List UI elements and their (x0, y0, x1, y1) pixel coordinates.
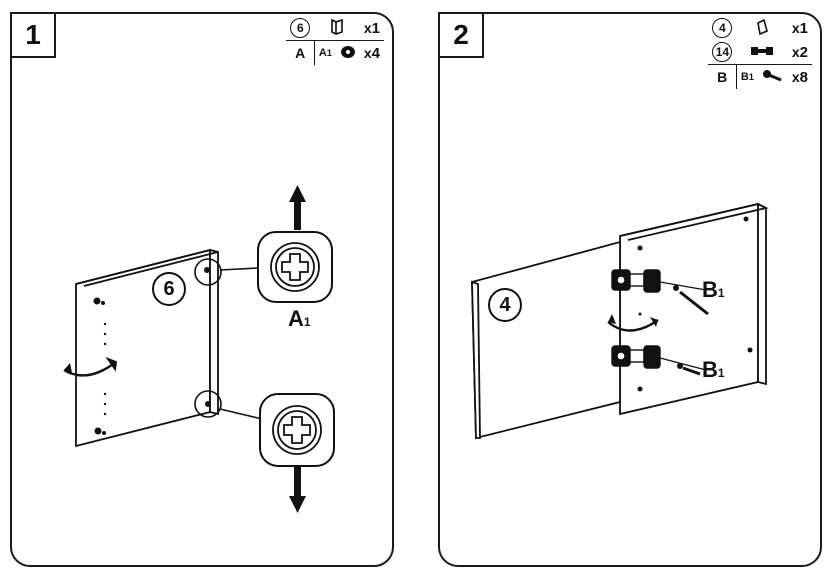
qty-prefix: x (791, 43, 800, 60)
part-row: 14 x2 (708, 40, 812, 65)
callout-letter: A (288, 306, 304, 331)
cam-lock-bottom (272, 405, 322, 455)
callout-letter: B (702, 357, 718, 382)
panel-number-badge: 6 (152, 272, 186, 306)
panel-holes (93, 267, 211, 435)
parts-table: 4 x1 14 x2 B B1 x8 (708, 16, 812, 89)
screw-icon (762, 70, 782, 82)
cam-lock-top (270, 242, 320, 292)
part-id: 6 (290, 18, 311, 38)
callout-sub: 1 (303, 315, 311, 329)
part-code: B (740, 71, 749, 83)
part-qty: 4 (371, 44, 380, 62)
step-number: 1 (10, 12, 56, 58)
arrow-down (289, 466, 306, 513)
hinge-icon (751, 47, 774, 55)
zoom-circle-bottom (194, 390, 222, 418)
part-qty: 1 (371, 19, 380, 37)
callout-letter: B (702, 277, 718, 302)
hinge-top (611, 269, 661, 293)
part-code-sub: 1 (748, 72, 754, 82)
part-row: 4 x1 (708, 16, 812, 40)
arrow-up (289, 185, 306, 230)
zoom-circle-top (194, 258, 222, 286)
part-code: A (318, 47, 327, 59)
step-1-panel: 1 6 x1 A A1 x4 (10, 12, 394, 567)
parts-table: 6 x1 A A1 x4 (286, 16, 384, 65)
callout-label-bottom: B1 (702, 357, 725, 383)
part-qty: 8 (799, 68, 808, 86)
qty-prefix: x (363, 44, 372, 61)
rotate-arrow (607, 319, 659, 332)
part-qty: 1 (799, 19, 808, 37)
callout-sub: 1 (717, 366, 725, 380)
door-panel (471, 240, 621, 440)
callout-sub: 1 (717, 286, 725, 300)
callout-label-top: B1 (702, 277, 725, 303)
panel-icon (757, 18, 769, 35)
callout-label: A1 (288, 306, 311, 332)
part-row: 6 x1 (286, 16, 384, 41)
qty-prefix: x (791, 68, 800, 85)
panel-holes (637, 216, 753, 392)
part-letter: A (286, 40, 315, 65)
part-code-sub: 1 (326, 48, 332, 58)
step-2-illustration (471, 202, 769, 440)
qty-prefix: x (791, 19, 800, 36)
panel-icon (331, 18, 343, 35)
part-letter: B (708, 64, 737, 89)
step-number: 2 (438, 12, 484, 58)
part-qty: 2 (799, 43, 808, 61)
cam-lock-icon (340, 45, 355, 58)
step-2-panel: 2 4 x1 14 x2 B B1 x8 (438, 12, 822, 567)
part-id: 14 (712, 42, 733, 62)
back-panel (619, 202, 769, 416)
part-id: 4 (712, 18, 733, 38)
hinge-bottom (611, 345, 661, 369)
step-1-illustration (63, 185, 335, 513)
part-row: B B1 x8 (708, 64, 812, 89)
panel-number-badge: 4 (488, 288, 522, 322)
qty-prefix: x (363, 19, 372, 36)
part-row: A A1 x4 (286, 40, 384, 65)
